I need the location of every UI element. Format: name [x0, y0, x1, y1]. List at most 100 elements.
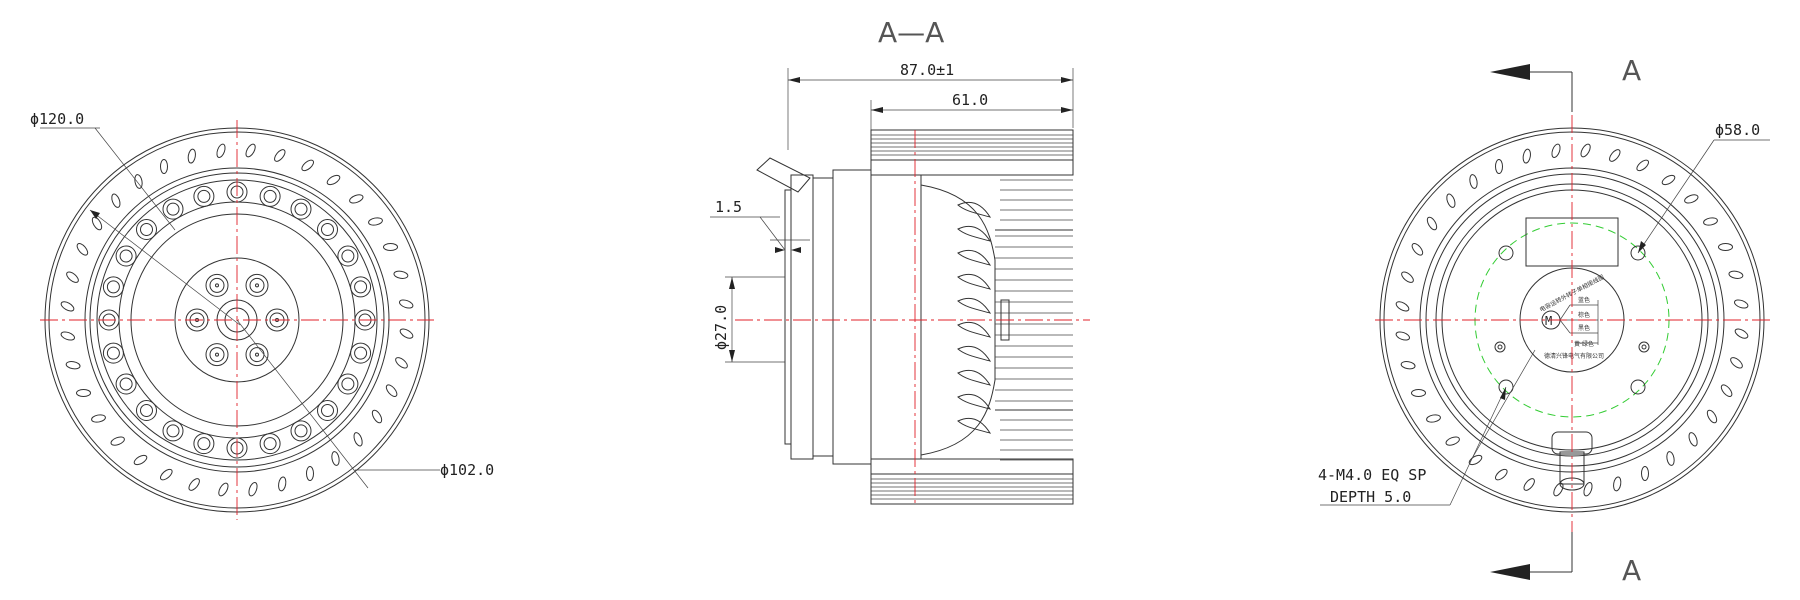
ring-slot: [301, 159, 314, 172]
section-title: A—A: [878, 16, 944, 49]
ring-slot: [1400, 361, 1416, 370]
ring-slot: [91, 414, 106, 423]
ring-slot: [399, 299, 414, 309]
ring-slot: [1426, 414, 1441, 423]
cup-outer: [162, 420, 184, 442]
ring-slot: [1553, 482, 1564, 497]
ring-slot: [1411, 388, 1426, 398]
wire-label: 黑色: [1578, 324, 1590, 332]
ring-slot: [1640, 466, 1650, 481]
cup-inner: [341, 377, 355, 391]
cup-outer: [102, 276, 124, 298]
ring-slot: [76, 388, 91, 398]
wiring-diagram: 蓝色 棕色 黑色 黄·绿色: [1559, 296, 1599, 348]
cup-inner: [197, 189, 211, 203]
inner-diameter-label: ϕ102.0: [440, 461, 494, 479]
rotor-length-label: 61.0: [952, 91, 988, 109]
ring-slot: [218, 482, 229, 497]
bolt-mid: [249, 277, 265, 293]
overall-length-label: 87.0±1: [900, 61, 954, 79]
ring-slot: [1523, 478, 1535, 491]
cup-inner: [354, 346, 368, 360]
cup-outer: [350, 276, 372, 298]
cup-inner: [294, 202, 308, 216]
ring-slot: [393, 270, 409, 279]
bolt-circle-label: ϕ58.0: [1715, 121, 1760, 139]
cup-outer: [226, 437, 248, 459]
bolt-outer: [205, 273, 229, 297]
ring-slot: [1468, 454, 1483, 466]
ring-slot: [395, 357, 408, 369]
ring-slot: [1720, 384, 1733, 397]
flange-thickness-label: 1.5: [715, 198, 742, 216]
bolt-mid: [209, 277, 225, 293]
ring-slot: [1426, 216, 1438, 231]
ring-slot: [60, 301, 75, 312]
ring-slot: [1613, 476, 1622, 492]
rotor-fins: [995, 179, 1073, 461]
cup-inner: [106, 280, 120, 294]
blade: [957, 201, 992, 218]
ring-slot: [1522, 148, 1531, 164]
ring-slot: [1661, 174, 1676, 186]
bolt-outer: [245, 273, 269, 297]
ring-slot: [65, 361, 81, 370]
cup-inner: [263, 189, 277, 203]
impeller-blades: [957, 201, 992, 434]
cup-inner: [321, 404, 334, 417]
bolt-center: [215, 352, 219, 357]
thread-note-line1: 4-M4.0 EQ SP: [1318, 466, 1426, 484]
ring-slot: [1636, 159, 1649, 172]
cup-outer: [136, 400, 157, 421]
cup-outer: [317, 219, 338, 240]
shaft-diameter-label: ϕ27.0: [712, 305, 730, 350]
section-marker-top: A: [1622, 54, 1641, 87]
ring-slot: [1411, 243, 1424, 256]
ring-slot: [274, 149, 286, 162]
ring-slot: [1734, 328, 1749, 339]
ring-slot: [1446, 193, 1456, 208]
right-rear-view: M 电容运转外转子单相接线图 德清兴锋电气有限公司 蓝色 棕色 黑色 黄·绿色: [1318, 54, 1770, 587]
cup-inner: [294, 424, 308, 438]
cup-outer: [162, 198, 184, 220]
ring-slot: [383, 242, 398, 252]
ring-slot: [1580, 143, 1591, 158]
ring-slot: [1401, 271, 1414, 283]
bolt-mid: [249, 347, 265, 363]
cup-outer: [115, 245, 137, 267]
wire-label: 棕色: [1578, 311, 1590, 319]
ring-slot: [1395, 331, 1410, 341]
wire-label: 黄·绿色: [1574, 340, 1594, 348]
ring-slot: [134, 174, 143, 189]
blade: [957, 321, 992, 338]
ring-slot: [188, 478, 200, 491]
ring-slot: [111, 193, 121, 208]
bolt-outer: [245, 343, 269, 367]
ring-slot: [1609, 149, 1621, 162]
cup-inner: [341, 249, 355, 263]
outer-ring-slots: [60, 143, 414, 497]
ring-slot: [91, 216, 103, 231]
cup-inner: [354, 280, 368, 294]
cup-outer: [259, 433, 281, 455]
ring-slot: [326, 174, 341, 186]
ring-slot: [1469, 174, 1478, 189]
cup-inner: [197, 437, 211, 451]
nameplate-motor-symbol: M: [1545, 314, 1552, 328]
ring-slot: [1730, 357, 1743, 369]
cup-outer: [193, 185, 215, 207]
cup-outer: [115, 373, 137, 395]
cup-inner: [166, 202, 180, 216]
section-marker-bottom: A: [1622, 554, 1641, 587]
ring-slot: [305, 466, 315, 481]
cup-outer: [290, 420, 312, 442]
ring-slot: [1666, 451, 1675, 466]
cup-outer: [136, 219, 157, 240]
blade: [957, 225, 992, 242]
ring-slot: [160, 468, 173, 481]
outer-diameter-label: ϕ120.0: [30, 110, 84, 128]
ring-slot: [1583, 482, 1593, 497]
ring-slot: [1706, 409, 1718, 424]
ring-slot: [353, 432, 363, 447]
